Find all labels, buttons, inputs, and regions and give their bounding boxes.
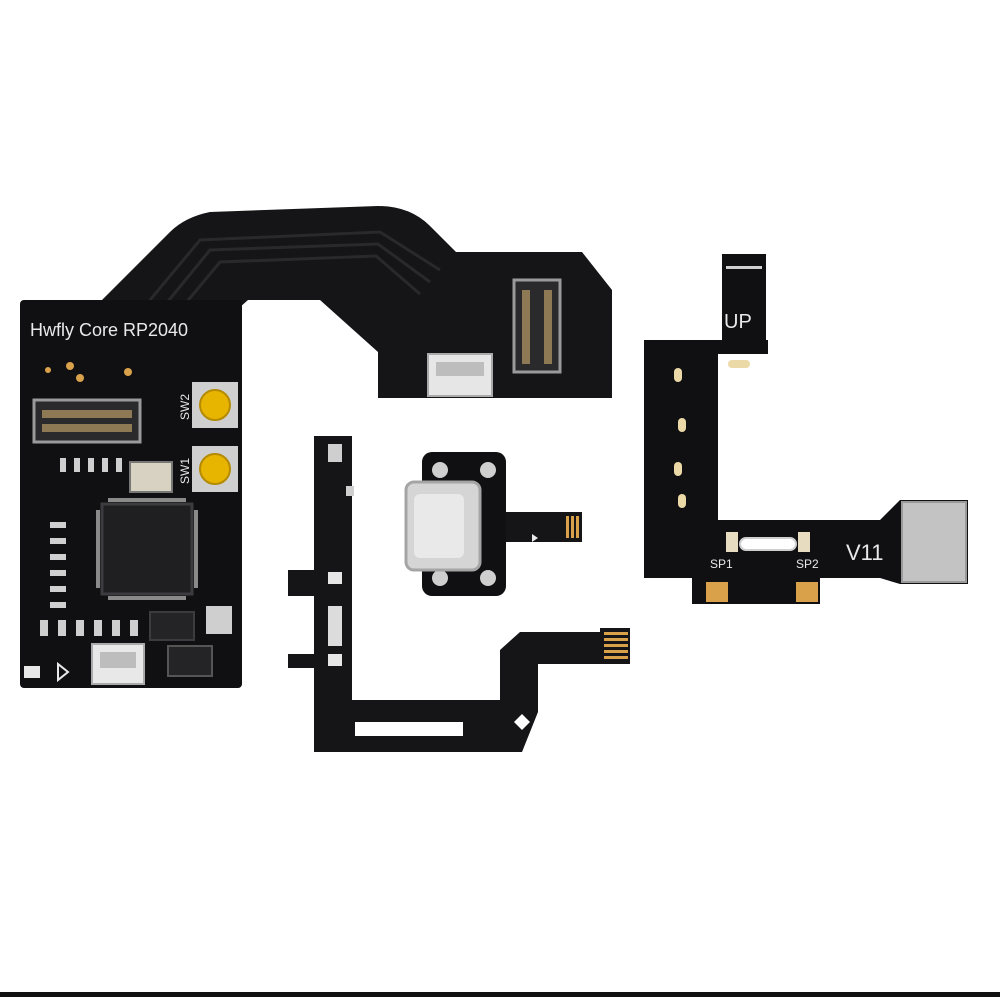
- sp1-label: SP1: [710, 557, 733, 571]
- smd-part: [328, 444, 342, 462]
- metal-shield-pad: [901, 501, 967, 583]
- mounting-hole: [432, 462, 448, 478]
- led-arrow-marker: [57, 661, 70, 683]
- memory-chip: [149, 611, 195, 641]
- smd-part: [346, 486, 354, 496]
- up-label: UP: [724, 311, 752, 333]
- smd-components-row: [60, 458, 122, 472]
- smd-part: [726, 532, 738, 552]
- connector-pins: [522, 290, 530, 364]
- l-flex-body: [288, 436, 600, 752]
- voltage-regulator: [167, 645, 213, 677]
- gold-pad: [76, 374, 84, 382]
- sp2-gold-pad: [796, 582, 818, 602]
- middle-l-flex: [288, 436, 630, 752]
- sw2-button: [199, 389, 231, 421]
- side-resistors-left: [50, 522, 66, 608]
- ribbon-trace: [163, 242, 431, 306]
- usb-c-board: [404, 452, 582, 596]
- main-flex-ribbon: [100, 206, 612, 398]
- right-v11-flex: UP SP1 SP2 V11: [644, 254, 968, 604]
- connector-pins: [544, 290, 552, 364]
- rp2040-chip: [100, 502, 194, 596]
- l-flex-gold-fingers: [600, 628, 630, 664]
- status-led: [24, 666, 40, 678]
- smd-part: [798, 532, 810, 552]
- board-label: Hwfly Core RP2040: [30, 320, 188, 340]
- ribbon-board-connector: [512, 278, 562, 374]
- flex-top-stripe: [726, 266, 762, 269]
- slot-markers: [674, 360, 750, 508]
- smd-part: [328, 654, 342, 666]
- sw2-label: SW2: [178, 394, 192, 420]
- crystal-oscillator: [129, 461, 173, 493]
- arrow-marker: [532, 534, 538, 542]
- usb-flex-gold-fingers: [566, 516, 579, 538]
- gold-pad: [66, 362, 74, 370]
- ribbon-trace: [148, 230, 441, 301]
- sw1-button: [199, 453, 231, 485]
- usb-c-port-opening: [414, 494, 464, 558]
- gold-pad: [124, 368, 132, 376]
- smd-part: [328, 572, 342, 584]
- l-flex-window: [355, 722, 463, 736]
- bottom-resistor-row: [40, 620, 138, 636]
- center-slot: [739, 537, 797, 551]
- mounting-hole: [480, 570, 496, 586]
- smd-part: [328, 606, 342, 646]
- board-connector: [32, 398, 142, 444]
- usb-flex-tail: [506, 512, 582, 542]
- bottom-border: [0, 992, 1000, 997]
- fpc-slot: [436, 362, 484, 376]
- ribbon-trace: [178, 254, 421, 311]
- diamond-marker: [514, 714, 530, 730]
- version-label: V11: [846, 540, 884, 565]
- gold-pad: [45, 367, 51, 373]
- v11-flex-body: [644, 254, 968, 604]
- sw1-label: SW1: [178, 458, 192, 484]
- connector-pins: [42, 410, 132, 418]
- mounting-hole: [432, 570, 448, 586]
- jst-connector-slot: [100, 652, 136, 668]
- sp1-gold-pad: [706, 582, 728, 602]
- main-modchip-board: Hwfly Core RP2040 SW2 SW1: [20, 206, 612, 688]
- chip-pins: [96, 498, 198, 600]
- sp2-label: SP2: [796, 557, 819, 571]
- smd-part: [206, 606, 232, 634]
- mounting-hole: [480, 462, 496, 478]
- connector-pins: [42, 424, 132, 432]
